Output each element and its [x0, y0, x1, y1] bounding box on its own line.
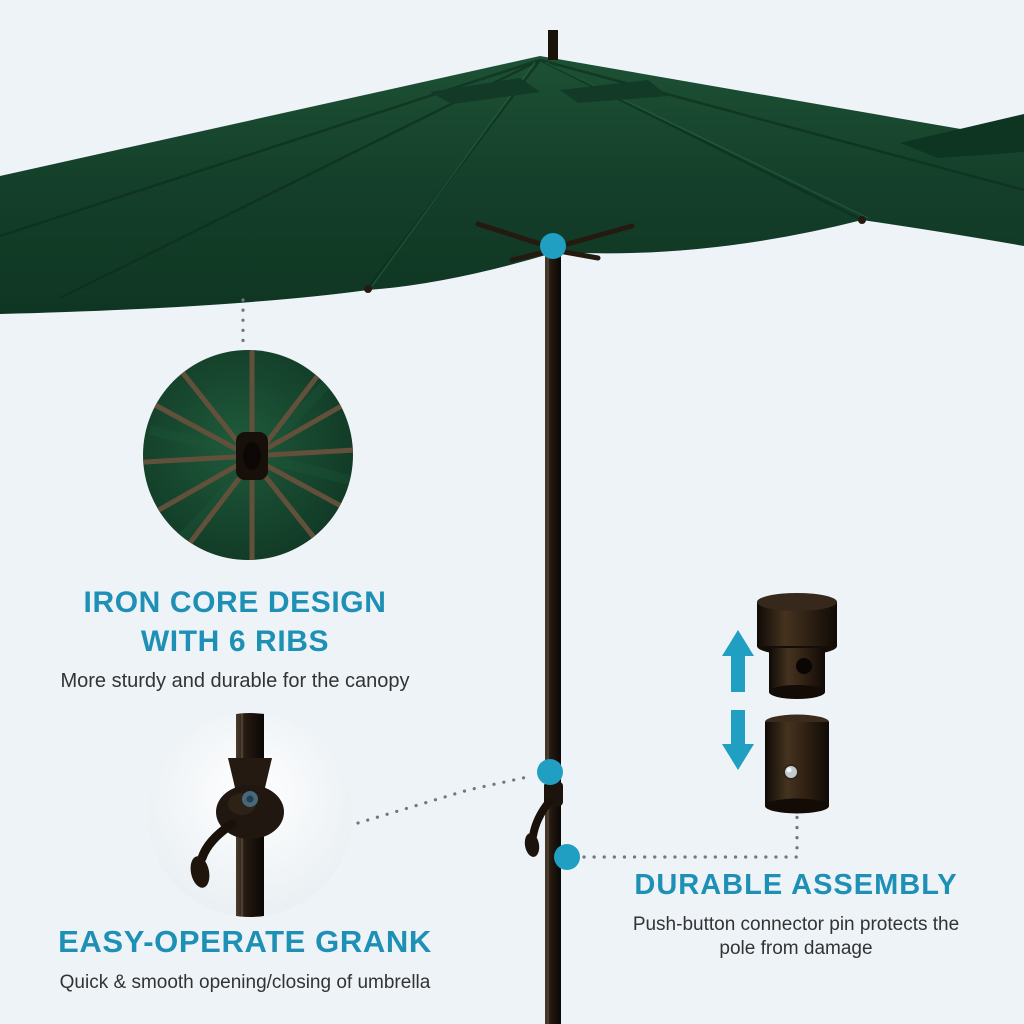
feature-durable-assembly-title: DURABLE ASSEMBLY	[634, 869, 958, 901]
connector-hole-icon	[796, 658, 812, 674]
pole-shaft	[545, 240, 561, 1024]
zoomed-crank-grip	[190, 856, 210, 888]
dotted-line-assembly-inset	[582, 810, 799, 859]
feature-iron-core-title-line2: WITH 6 RIBS	[140, 625, 330, 658]
canopy-vent-right	[560, 80, 668, 103]
umbrella-canopy	[0, 56, 1024, 314]
up-arrow-icon	[722, 630, 754, 692]
dotted-line-crank-inset	[356, 774, 534, 825]
feature-iron-core-description: More sturdy and durable for the canopy	[60, 670, 410, 692]
feature-easy-crank: EASY-OPERATE GRANK Quick & smooth openin…	[15, 922, 475, 994]
dotted-connector-lines	[241, 298, 799, 859]
hub-callout-dot	[540, 233, 566, 259]
zoomed-crank-arm	[197, 819, 237, 863]
feature-iron-core-title-line1: IRON CORE DESIGN	[83, 586, 387, 619]
connector-top-piece	[757, 593, 837, 699]
feature-easy-crank-description: Quick & smooth opening/closing of umbrel…	[59, 972, 431, 994]
feature-durable-assembly-description: Push-button connector pin protects the p…	[632, 913, 960, 960]
feature-durable-assembly: DURABLE ASSEMBLY Push-button connector p…	[620, 867, 972, 962]
feature-iron-core: IRON CORE DESIGN WITH 6 RIBS More sturdy…	[10, 583, 460, 693]
canopy-vent-left	[430, 78, 540, 104]
rib-tip-left-icon	[364, 285, 372, 293]
pole-finial	[548, 30, 558, 60]
push-button-pin-icon	[783, 764, 799, 780]
crank-callout-dot	[537, 759, 563, 785]
down-arrow-icon	[722, 710, 754, 770]
feature-iron-core-title: IRON CORE DESIGN WITH 6 RIBS	[10, 583, 460, 661]
connector-bottom-piece	[765, 714, 829, 814]
rib-hub-zoom-inset	[143, 350, 353, 560]
center-pole	[545, 30, 561, 1024]
canopy-flap-right	[900, 114, 1024, 158]
feature-easy-crank-title: EASY-OPERATE GRANK	[58, 924, 432, 959]
connector-assembly-inset	[722, 593, 837, 814]
assembly-callout-dot	[554, 844, 580, 870]
crank-zoom-inset	[148, 713, 352, 917]
zoomed-tilt-collar	[228, 758, 272, 792]
rib-tip-right-icon	[858, 216, 866, 224]
crank-handle	[524, 782, 563, 857]
